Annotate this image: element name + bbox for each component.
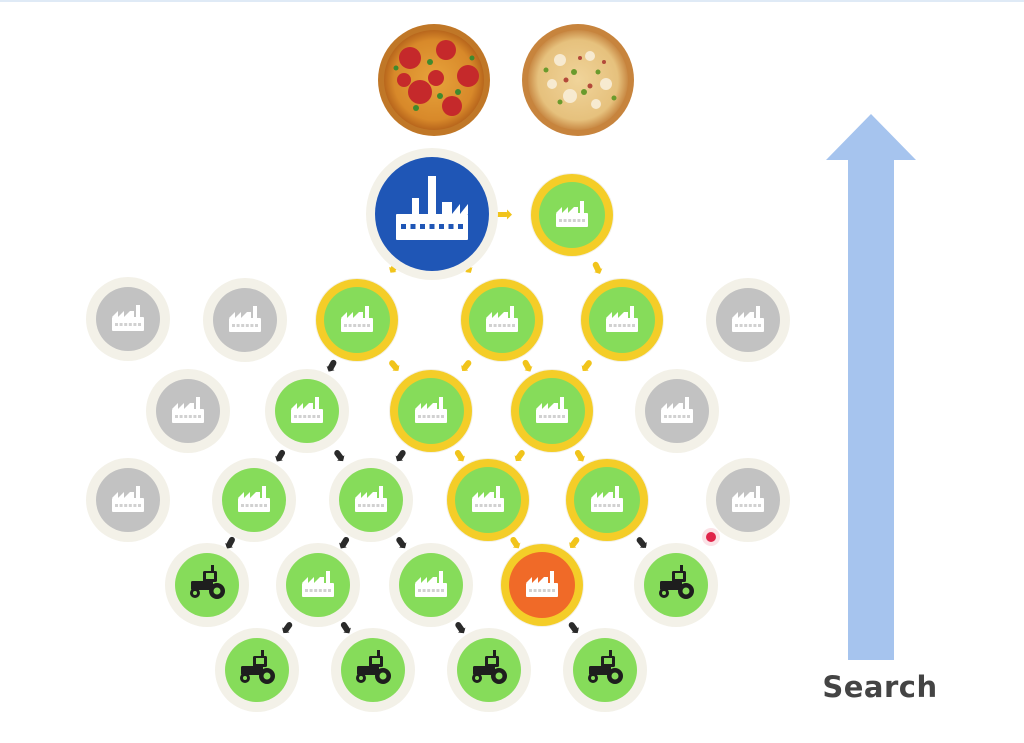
link	[340, 621, 351, 634]
inactive-factory-node	[146, 369, 230, 453]
tractor-node	[563, 628, 647, 712]
factory-icon	[472, 486, 504, 512]
factory-icon	[172, 397, 204, 423]
tractor-icon	[659, 565, 694, 599]
factory-icon	[341, 306, 373, 332]
factory-icon	[302, 571, 334, 597]
link	[334, 450, 345, 462]
tractor-icon	[472, 650, 507, 684]
link	[339, 536, 350, 549]
factory-icon	[112, 486, 144, 512]
pizza-icon	[522, 24, 634, 136]
factory-icon	[415, 571, 447, 597]
top-border	[0, 0, 1024, 2]
tractor-icon	[190, 565, 225, 599]
tractor-node	[634, 543, 718, 627]
link-highlighted	[454, 449, 465, 462]
factory-node	[276, 543, 360, 627]
search-direction-arrow	[826, 114, 916, 660]
link	[568, 622, 579, 634]
link-highlighted	[574, 449, 585, 462]
link-highlighted	[522, 359, 533, 372]
inactive-factory-node	[86, 277, 170, 361]
pizza-icon	[378, 24, 490, 136]
link-highlighted	[592, 261, 603, 274]
root-factory-node	[366, 148, 498, 280]
link	[326, 359, 337, 372]
factory-icon	[238, 486, 270, 512]
factory-icon	[396, 176, 468, 240]
link-highlighted	[569, 537, 580, 549]
link	[455, 622, 466, 634]
link-highlighted	[510, 536, 521, 549]
search-label: Search	[822, 670, 938, 704]
factory-icon	[732, 306, 764, 332]
factory-icon	[291, 397, 323, 423]
factory-icon	[355, 486, 387, 512]
factory-node	[329, 458, 413, 542]
factory-icon	[732, 486, 764, 512]
factory-icon	[415, 397, 447, 423]
highlighted-factory-node	[565, 458, 649, 542]
tractor-node	[215, 628, 299, 712]
tractor-icon	[356, 650, 391, 684]
inactive-factory-node	[706, 278, 790, 362]
highlighted-factory-node	[446, 458, 530, 542]
highlighted-factory-node	[580, 278, 664, 362]
factory-icon	[591, 486, 623, 512]
inactive-factory-node	[203, 278, 287, 362]
link-highlighted	[461, 360, 472, 372]
factory-icon	[556, 201, 588, 227]
tractor-icon	[240, 650, 275, 684]
highlighted-factory-node	[460, 278, 544, 362]
diagram-nodes	[86, 148, 790, 712]
link	[395, 450, 406, 462]
link-highlighted	[514, 450, 525, 462]
highlighted-factory-node	[315, 278, 399, 362]
highlighted-factory-node	[389, 369, 473, 453]
inactive-factory-node	[86, 458, 170, 542]
tractor-icon	[588, 650, 623, 684]
tractor-node	[447, 628, 531, 712]
factory-icon	[229, 306, 261, 332]
link-highlighted	[581, 360, 592, 372]
factory-icon	[536, 397, 568, 423]
tractor-node	[331, 628, 415, 712]
factory-icon	[661, 397, 693, 423]
error-dot	[702, 528, 720, 546]
link-highlighted	[389, 360, 400, 371]
link	[225, 536, 235, 549]
alert-factory-node	[500, 543, 584, 627]
factory-node	[212, 458, 296, 542]
factory-icon	[606, 306, 638, 332]
highlighted-factory-node	[510, 369, 594, 453]
tractor-node	[165, 543, 249, 627]
highlighted-factory-node	[530, 173, 614, 257]
inactive-factory-node	[635, 369, 719, 453]
inactive-factory-node	[706, 458, 790, 542]
factory-icon	[486, 306, 518, 332]
link	[396, 537, 407, 549]
link	[275, 449, 286, 462]
factory-node	[265, 369, 349, 453]
link	[282, 622, 293, 634]
link	[636, 537, 647, 548]
factory-node	[389, 543, 473, 627]
factory-icon	[526, 571, 558, 597]
factory-icon	[112, 305, 144, 331]
